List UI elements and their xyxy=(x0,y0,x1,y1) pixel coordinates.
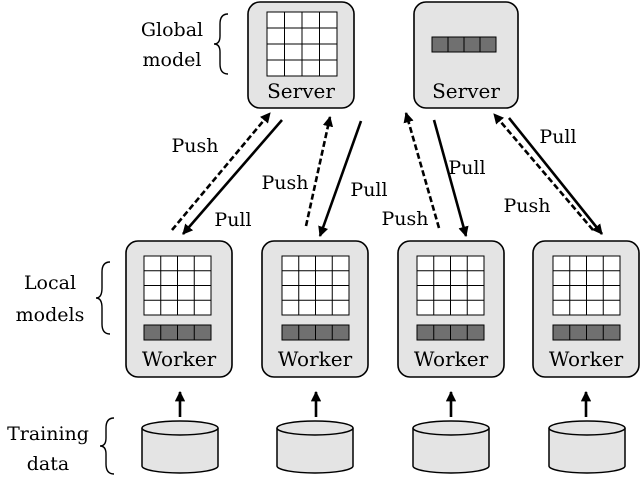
database-icon-4 xyxy=(548,420,626,474)
server-1-label: Server xyxy=(267,79,335,103)
worker-1-label: Worker xyxy=(142,347,217,371)
global-model-text-1: Global xyxy=(141,19,203,41)
arrow-label-push-3: Push xyxy=(381,208,428,230)
database-icon-2 xyxy=(276,420,354,474)
worker-2-label: Worker xyxy=(278,347,353,371)
server-box-1: Server xyxy=(247,1,355,109)
local-models-label: Local models xyxy=(16,261,111,335)
pull-arrow-3 xyxy=(432,119,469,238)
database-icon-3 xyxy=(412,420,490,474)
arrow-label-push-2: Push xyxy=(261,172,308,194)
arrow-label-push-1: Push xyxy=(171,135,218,157)
training-data-text-2: data xyxy=(27,453,69,475)
arrows xyxy=(171,112,604,238)
server-2-parameter-vector xyxy=(431,36,497,53)
arrow-label-pull-2: Pull xyxy=(350,179,387,201)
worker-4-label: Worker xyxy=(549,347,624,371)
worker-3-label: Worker xyxy=(414,347,489,371)
arrow-label-pull-1: Pull xyxy=(214,209,251,231)
local-models-text-2: models xyxy=(16,304,85,326)
worker-box-2: Worker xyxy=(261,240,369,378)
worker-box-1: Worker xyxy=(125,240,233,378)
training-data-label: Training data xyxy=(7,417,115,475)
worker-box-3: Worker xyxy=(397,240,505,378)
global-model-brace xyxy=(213,13,229,75)
worker-box-4: Worker xyxy=(532,240,640,378)
push-arrow-3 xyxy=(403,112,441,229)
server-box-2: Server xyxy=(413,1,519,109)
arrow-label-pull-4: Pull xyxy=(539,126,576,148)
pull-arrow-1 xyxy=(182,119,283,235)
pull-arrow-2 xyxy=(318,120,363,237)
database-icon-1 xyxy=(141,420,219,474)
push-arrow-4 xyxy=(493,113,594,231)
pull-arrow-4 xyxy=(507,117,604,235)
training-data-text-1: Training xyxy=(7,423,89,445)
server-1-parameter-matrix xyxy=(266,11,338,77)
arrow-label-pull-3: Pull xyxy=(448,157,485,179)
local-models-text-1: Local xyxy=(24,272,76,294)
global-model-label: Global model xyxy=(141,13,229,75)
training-data-brace xyxy=(99,417,115,475)
push-arrow-2 xyxy=(304,115,334,227)
arrow-label-push-4: Push xyxy=(503,195,550,217)
local-models-brace xyxy=(95,261,111,335)
server-2-label: Server xyxy=(432,79,500,103)
push-arrow-1 xyxy=(171,112,271,231)
global-model-text-2: model xyxy=(143,49,202,71)
